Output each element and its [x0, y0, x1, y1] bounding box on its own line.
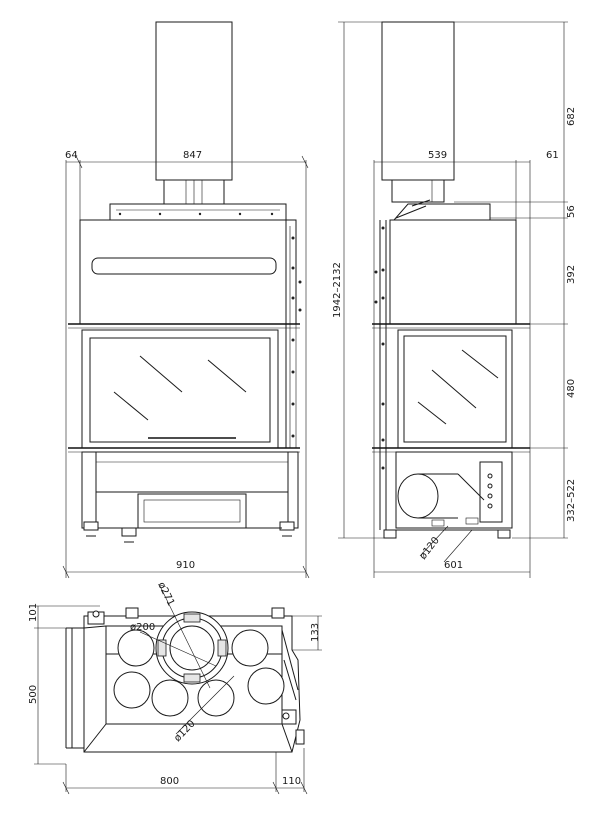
plan-dia-200: ø200 — [130, 622, 155, 633]
front-view: 64 847 910 — [62, 21, 310, 579]
side-dia-120: ø120 — [418, 535, 442, 562]
front-dim-847: 847 — [183, 150, 202, 161]
front-hood — [79, 219, 297, 325]
side-flue-collar — [391, 179, 445, 203]
side-dim-56: 56 — [566, 205, 577, 218]
front-dim-64: 64 — [65, 150, 78, 161]
front-top-plate — [109, 203, 287, 221]
plan-dim-133: 133 — [310, 623, 321, 642]
plan-dim-500: 500 — [28, 685, 39, 704]
side-hood — [389, 219, 517, 325]
plan-body — [83, 615, 301, 753]
front-door-frame — [81, 329, 279, 449]
plan-dim-101: 101 — [28, 603, 39, 622]
plan-vents — [113, 629, 285, 717]
side-dim-480: 480 — [566, 379, 577, 398]
front-dim-910: 910 — [176, 560, 195, 571]
side-dim-682: 682 — [566, 107, 577, 126]
side-base — [395, 451, 513, 529]
front-hood-slot — [91, 257, 277, 275]
side-dim-539: 539 — [428, 150, 447, 161]
side-dim-total-height: 1942–2132 — [332, 262, 343, 318]
front-foot-left — [83, 521, 99, 531]
front-base — [95, 451, 289, 493]
front-foot-mid — [121, 527, 137, 537]
plan-dim-800: 800 — [160, 776, 179, 787]
side-rivets — [374, 226, 385, 470]
front-rivets — [118, 212, 302, 438]
plan-view: ø271 ø200 ø120 101 500 133 800 110 — [28, 580, 322, 795]
side-foot-left — [383, 529, 397, 539]
side-view: ø120 539 61 601 1942–2132 682 56 392 480… — [332, 21, 577, 578]
side-dim-61: 61 — [546, 150, 559, 161]
plan-dia-271: ø271 — [155, 580, 176, 607]
plan-dia-120: ø120 — [172, 718, 197, 744]
side-dim-392: 392 — [566, 265, 577, 284]
front-foot-right — [279, 521, 295, 531]
side-glass — [403, 335, 507, 443]
side-air-inlet — [397, 473, 439, 519]
side-door-frame — [397, 329, 513, 449]
side-foot-right — [497, 529, 511, 539]
plan-dim-110: 110 — [282, 776, 301, 787]
side-dim-601: 601 — [444, 560, 463, 571]
front-ash-drawer — [137, 493, 247, 529]
side-dim-332-522: 332–522 — [566, 479, 577, 522]
plan-flue-inner — [169, 625, 215, 671]
front-glass — [89, 337, 271, 443]
